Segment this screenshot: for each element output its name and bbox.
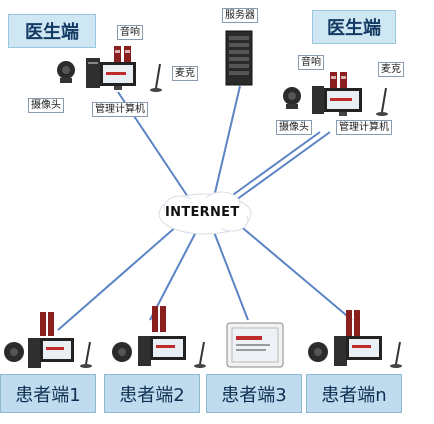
doctor-right-computer-label: 管理计算机: [336, 120, 392, 135]
camera-icon: [57, 61, 75, 83]
patient-n-workstation-icon: [308, 310, 402, 368]
link-patient-3: [213, 231, 249, 321]
doctor-left-speaker-label: 音响: [117, 25, 143, 40]
doctor-right-speaker-label: 音响: [298, 55, 324, 70]
link-patient-1: [57, 224, 179, 331]
link-server: [213, 85, 241, 198]
doctor-left-camera-label: 摄像头: [28, 98, 64, 113]
patient-2-workstation-icon: [112, 306, 206, 368]
patient-n-box: 患者端n: [306, 374, 402, 413]
link-doctor-right-2: [229, 131, 321, 198]
doctor-right-workstation-icon: [283, 72, 388, 116]
server-icon: [225, 30, 253, 86]
patient-2-box: 患者端2: [104, 374, 200, 413]
patient-1-box: 患者端1: [0, 374, 96, 413]
doctor-left-title: 医生端: [8, 14, 96, 48]
server-label: 服务器: [222, 8, 258, 23]
patient-3-tablet-icon: [226, 322, 284, 368]
patient-3-box: 患者端3: [206, 374, 302, 413]
link-patient-2: [149, 231, 197, 321]
link-doctor-right: [235, 131, 331, 201]
doctor-left-workstation-icon: [57, 46, 162, 92]
internet-label: INTERNET: [165, 205, 240, 220]
doctor-right-camera-label: 摄像头: [276, 120, 312, 135]
doctor-left-mic-label: 麦克: [172, 66, 198, 81]
camera-icon: [283, 87, 301, 109]
doctor-left-computer-label: 管理计算机: [92, 102, 148, 117]
doctor-right-title: 医生端: [312, 10, 396, 44]
link-patient-n: [237, 223, 353, 321]
doctor-right-mic-label: 麦克: [378, 62, 404, 77]
patient-1-workstation-icon: [4, 312, 92, 368]
